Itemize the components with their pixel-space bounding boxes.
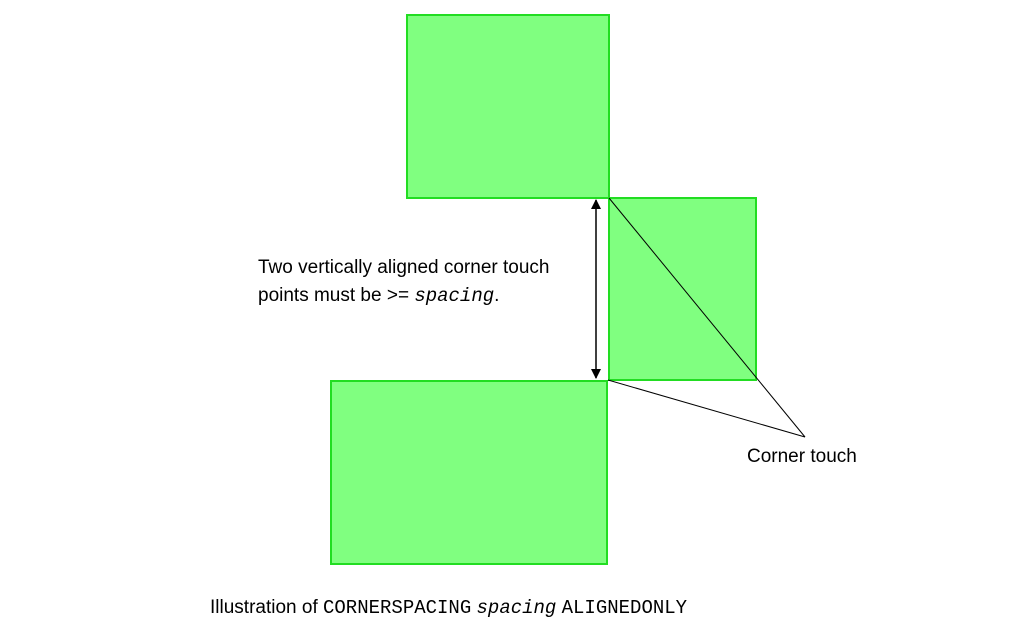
leader-line-upper-corner (608, 197, 806, 438)
caption-prefix: Illustration of (210, 597, 323, 618)
caption-keyword: CORNERSPACING (323, 597, 472, 619)
corner-touch-label: Corner touch (747, 446, 857, 467)
top-rectangle (406, 14, 610, 199)
note-line-2-suffix: . (494, 285, 500, 306)
caption-option: ALIGNEDONLY (561, 597, 688, 619)
leader-line-lower-corner (607, 379, 806, 438)
note-spacing-variable: spacing (414, 285, 495, 307)
bottom-rectangle (330, 380, 608, 565)
spacing-rule-note: Two vertically aligned corner touch poin… (258, 254, 549, 310)
note-line-2: points must be >= spacing. (258, 282, 549, 310)
caption-variable: spacing (476, 597, 557, 619)
note-line-1: Two vertically aligned corner touch (258, 257, 550, 278)
note-line-2-prefix: points must be >= (258, 285, 415, 306)
figure-caption: Illustration of CORNERSPACING spacing AL… (210, 594, 687, 622)
